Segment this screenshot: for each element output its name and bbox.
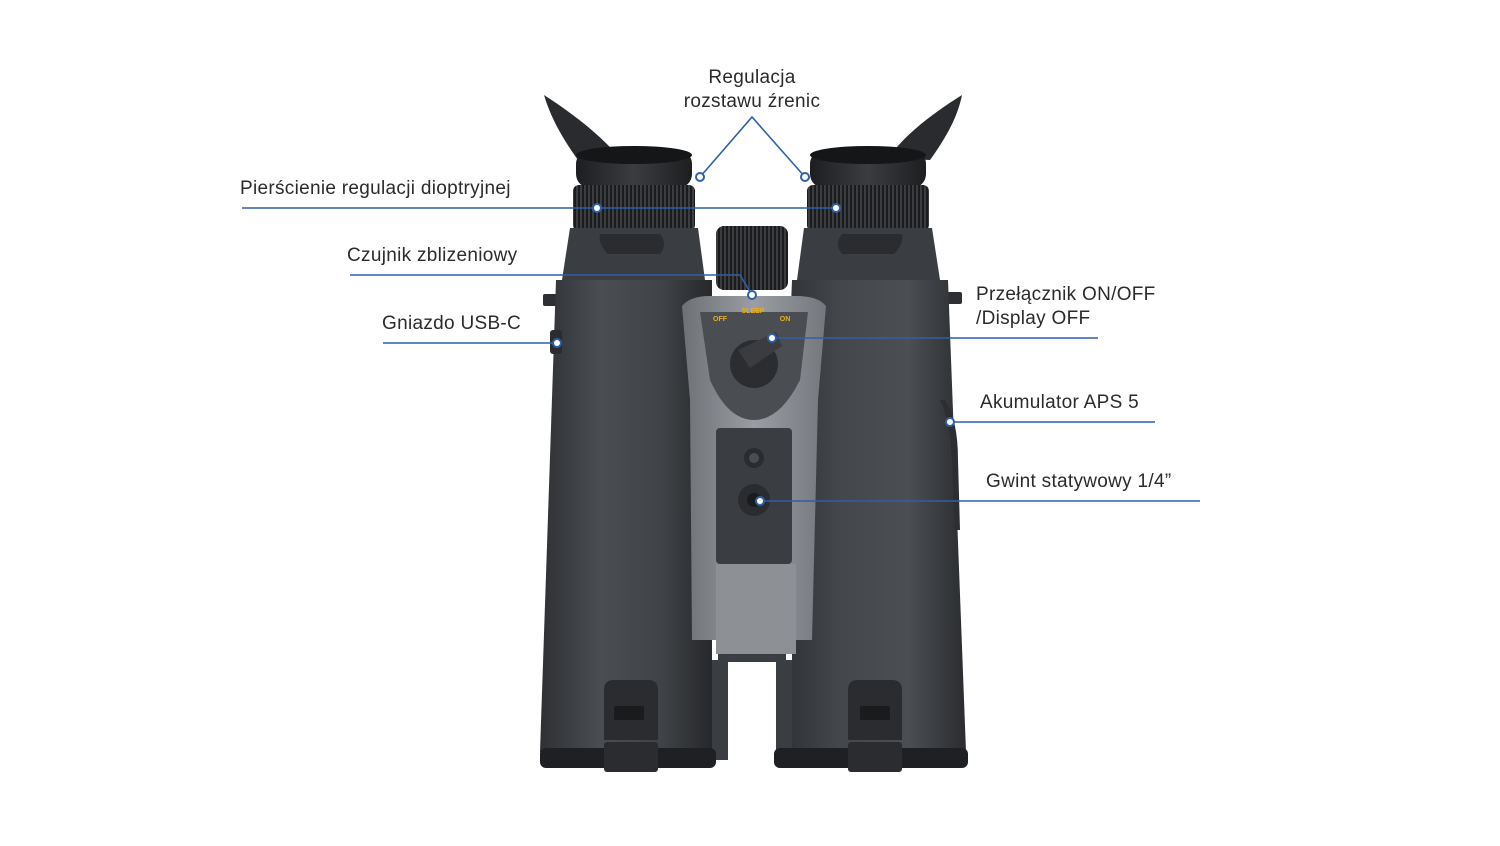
ipd-leader [699, 115, 806, 178]
binoculars-illustration: OFF SLEEP ON [540, 95, 968, 772]
switch-label: Przełącznik ON/OFF /Display OFF [976, 283, 1156, 331]
usb-port-label: Gniazdo USB-C [382, 313, 522, 334]
proximity-leader [350, 274, 753, 296]
right-barrel [774, 280, 966, 760]
callout-dot-icon [592, 203, 602, 213]
right-diopter-ring [807, 185, 929, 231]
switch-label-line1: Przełącznik ON/OFF [976, 284, 1156, 305]
right-eyecup-wing [888, 95, 962, 160]
tripod-thread-label: Gwint statywowy 1/4” [986, 471, 1172, 492]
callout-dot-icon [695, 172, 705, 182]
callout-dot-icon [747, 290, 757, 300]
left-barrel [540, 280, 712, 760]
callout-dot-icon [800, 172, 810, 182]
callout-dot-icon [945, 417, 955, 427]
switch-label-line2: /Display OFF [976, 308, 1091, 329]
proximity-sensor-label: Czujnik zblizeniowy [347, 245, 518, 266]
battery-label: Akumulator APS 5 [980, 392, 1139, 413]
switch-off-marking: OFF [713, 316, 728, 323]
focus-knob [716, 226, 788, 290]
battery-compartment [940, 400, 960, 530]
callout-dot-icon [831, 203, 841, 213]
switch-sleep-marking: SLEEP [742, 308, 765, 315]
left-eyecup-wing [544, 95, 620, 160]
callout-dot-icon [767, 333, 777, 343]
diopter-label: Pierścienie regulacji dioptryjnej [240, 178, 511, 199]
callout-dots [552, 172, 955, 506]
callout-lines [242, 115, 1200, 502]
callout-dot-icon [552, 338, 562, 348]
ipd-label: Regulacja rozstawu źrenic [652, 66, 852, 114]
switch-on-marking: ON [780, 316, 791, 323]
ipd-label-line2: rozstawu źrenic [683, 91, 821, 112]
ipd-label-line1: Regulacja [708, 67, 796, 88]
callout-dot-icon [755, 496, 765, 506]
